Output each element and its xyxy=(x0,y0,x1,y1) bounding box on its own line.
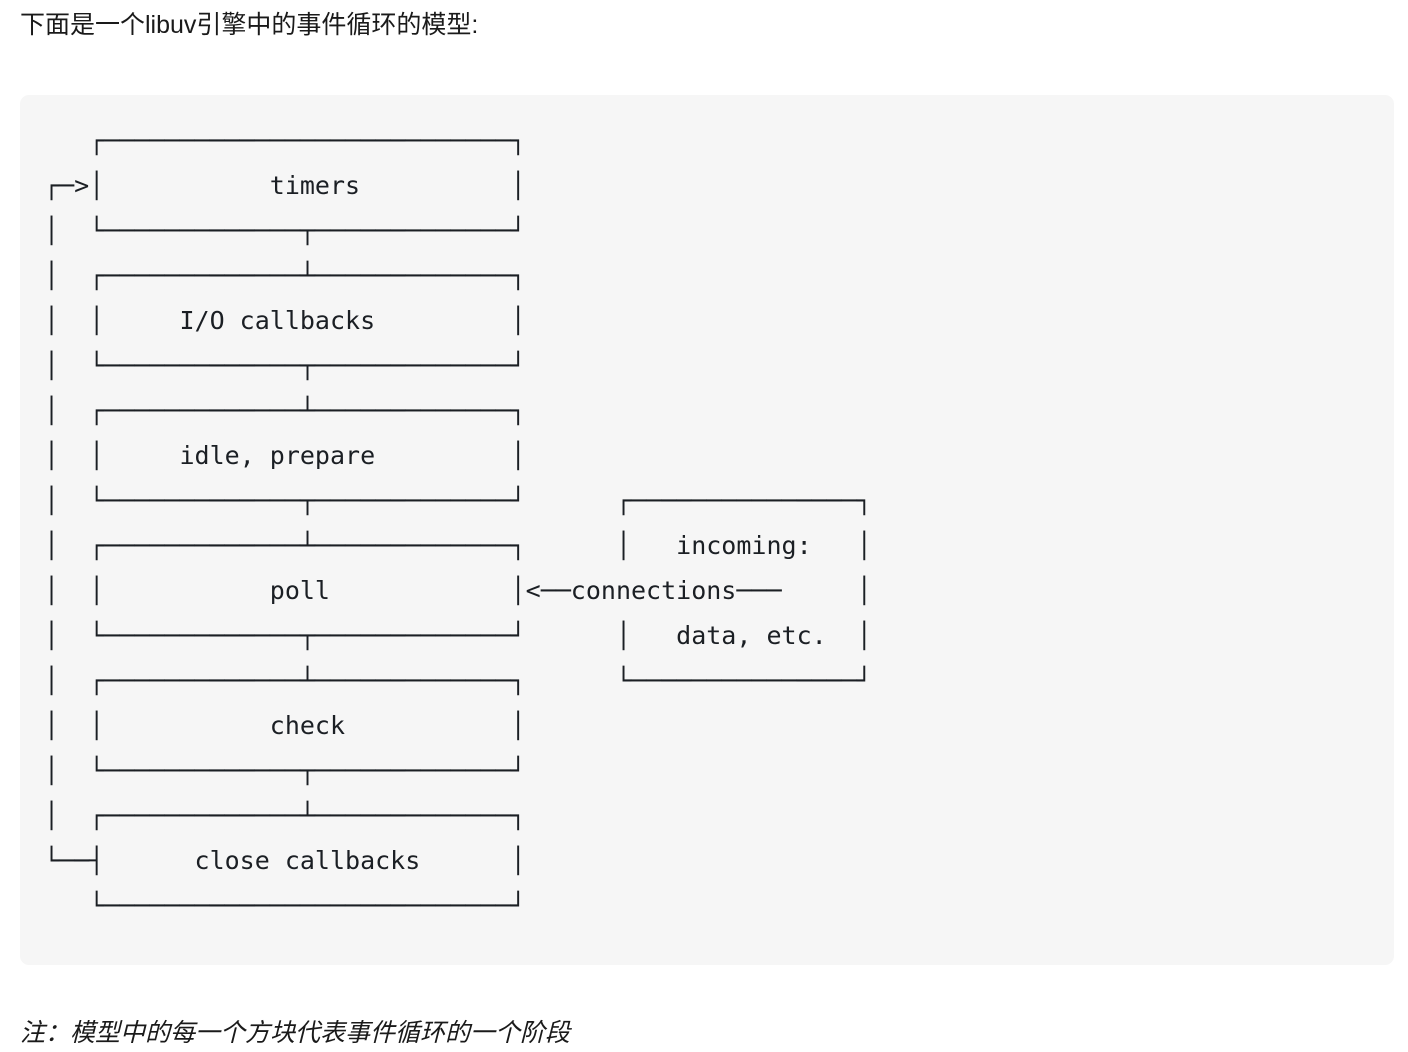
intro-text: 下面是一个libuv引擎中的事件循环的模型: xyxy=(20,11,479,39)
event-loop-ascii-diagram: ┌───────────────────────────┐ ┌─>│ timer… xyxy=(44,126,872,920)
code-block: ┌───────────────────────────┐ ┌─>│ timer… xyxy=(20,95,1394,965)
note-text: 注：模型中的每一个方块代表事件循环的一个阶段 xyxy=(20,1019,571,1047)
